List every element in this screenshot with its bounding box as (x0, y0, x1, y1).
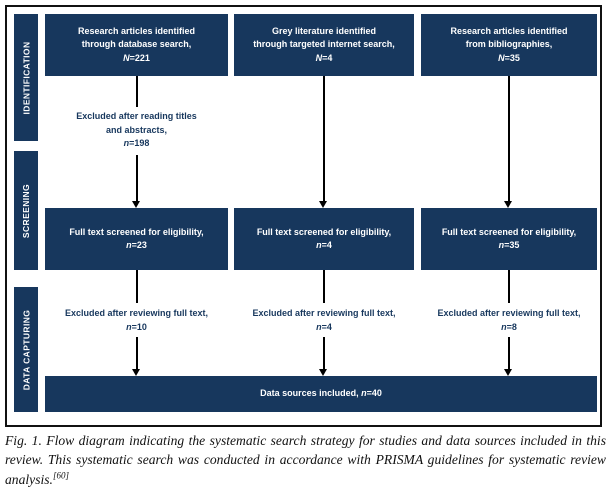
exclusion-text: Excluded after reviewing full text, (252, 308, 396, 318)
box-count: N=35 (498, 52, 520, 63)
box-count: N=221 (123, 52, 150, 63)
box-count: n=23 (126, 240, 147, 250)
figure-caption: Fig. 1. Flow diagram indicating the syst… (5, 431, 606, 489)
box-screened-grey-literature: Full text screened for eligibility, n=4 (234, 208, 414, 270)
box-text: from bibliographies, (465, 39, 553, 50)
arrow-line (323, 337, 325, 370)
exclusion-titles-abstracts: Excluded after reading titles and abstra… (76, 111, 197, 148)
box-count: n=4 (316, 240, 332, 250)
box-identified-grey-literature: Grey literature identified through targe… (234, 14, 414, 76)
arrowhead-icon (319, 201, 327, 208)
arrow-line (508, 337, 510, 370)
arrow-line (136, 155, 138, 202)
exclusion-fulltext-grey-literature: Excluded after reviewing full text, n=4 (252, 308, 396, 332)
box-text: Research articles identified (450, 26, 568, 37)
exclusion-text: Excluded after reading titles (76, 111, 197, 121)
box-text: Full text screened for eligibility, (69, 226, 204, 237)
box-text: Research articles identified (77, 26, 196, 37)
box-text: through database search, (81, 39, 192, 50)
box-identified-database: Research articles identified through dat… (45, 14, 228, 76)
stage-label-identification: IDENTIFICATION (21, 41, 31, 114)
box-text: Full text screened for eligibility, (441, 226, 577, 237)
arrowhead-icon (504, 369, 512, 376)
box-screened-bibliographies: Full text screened for eligibility, n=35 (421, 208, 597, 270)
arrowhead-icon (132, 201, 140, 208)
stage-label-screening: SCREENING (21, 183, 32, 238)
arrow-line (323, 270, 325, 303)
arrowhead-icon (132, 369, 140, 376)
arrowhead-icon (504, 201, 512, 208)
arrow-line (136, 76, 138, 107)
exclusion-text: and abstracts, (105, 124, 168, 135)
box-count: n=35 (498, 240, 520, 250)
caption-text: Fig. 1. Flow diagram indicating the syst… (5, 433, 606, 487)
box-data-sources-included: Data sources included, n=40 (45, 376, 597, 412)
exclusion-fulltext-bibliographies: Excluded after reviewing full text, n=8 (437, 308, 581, 332)
box-text: through targeted internet search, (253, 39, 395, 50)
box-text: Full text screened for eligibility, (256, 226, 392, 237)
arrow-line (508, 270, 510, 303)
caption-reference: [60] (52, 470, 69, 481)
box-count: N=4 (315, 52, 333, 63)
box-identified-bibliographies: Research articles identified from biblio… (421, 14, 597, 76)
exclusion-fulltext-database: Excluded after reviewing full text, n=10 (64, 308, 209, 332)
stage-bar-data-capturing: DATA CAPTURING (14, 287, 38, 412)
stage-label-data-capturing: DATA CAPTURING (21, 309, 31, 390)
diagram-frame: IDENTIFICATION SCREENING DATA CAPTURING … (5, 5, 602, 427)
arrow-line (508, 76, 510, 202)
box-screened-database: Full text screened for eligibility, n=23 (45, 208, 228, 270)
box-text: Grey literature identified (271, 26, 377, 37)
exclusion-text: Excluded after reviewing full text, (437, 308, 581, 318)
arrow-line (136, 337, 138, 370)
stage-bar-screening: SCREENING (14, 151, 38, 270)
arrowhead-icon (319, 369, 327, 376)
box-text: Data sources included, n=40 (260, 388, 382, 399)
arrow-line (136, 270, 138, 303)
exclusion-text: Excluded after reviewing full text, (64, 308, 209, 318)
arrow-line (323, 76, 325, 202)
stage-bar-identification: IDENTIFICATION (14, 14, 38, 141)
